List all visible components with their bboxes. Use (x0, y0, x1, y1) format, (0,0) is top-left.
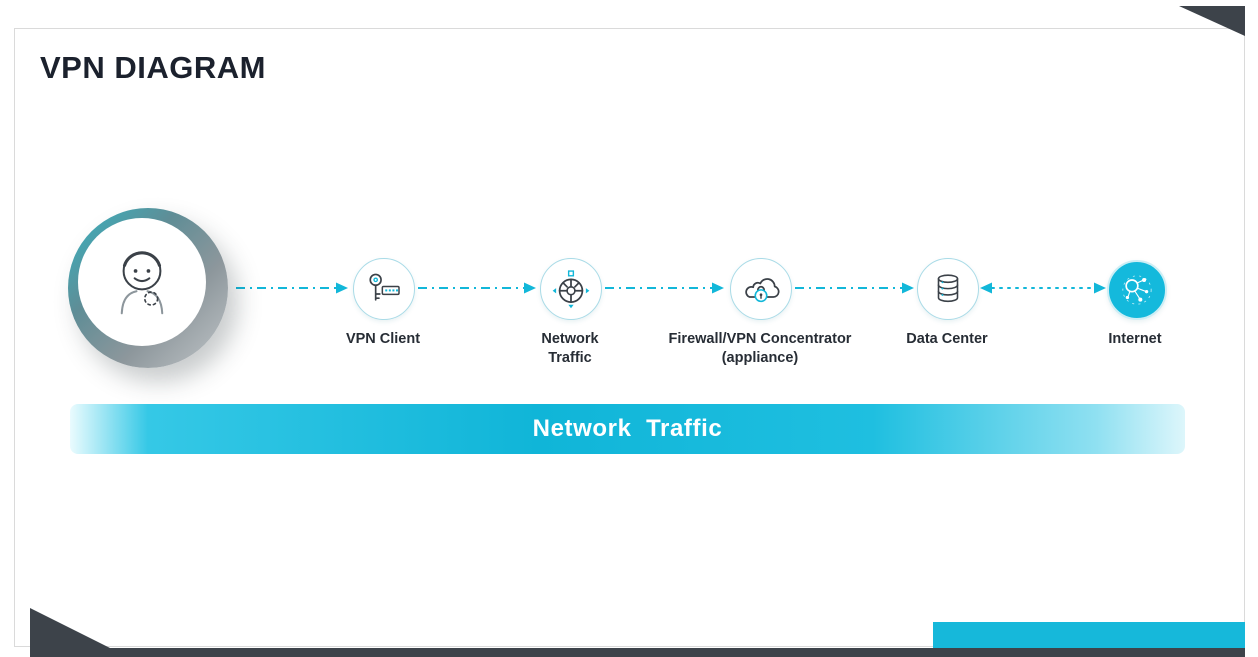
arrowhead (712, 282, 724, 294)
network-traffic-banner: Network Traffic (70, 404, 1185, 454)
node-firewall-vpn-concentrator (730, 258, 792, 320)
banner-label: Network Traffic (532, 415, 723, 442)
user-icon (120, 251, 164, 315)
arrowhead-left (980, 282, 992, 294)
bottom-accent-teal (933, 622, 1245, 648)
user-node (68, 208, 228, 368)
database-icon (937, 274, 959, 303)
node-label-data-center: Data Center (906, 331, 988, 347)
arrowhead-right (1094, 282, 1106, 294)
traffic-dial-icon (552, 270, 590, 309)
cloud-lock-icon (745, 278, 780, 303)
bottom-bar (30, 648, 1245, 657)
node-label-network-traffic: Network Traffic (541, 331, 599, 366)
arrowhead (336, 282, 348, 294)
flow-connectors (236, 282, 1106, 294)
node-internet (1107, 260, 1167, 320)
node-data-center (917, 258, 979, 320)
node-network-traffic (540, 258, 602, 320)
node-label-firewall: Firewall/VPN Concentrator (appliance) (668, 331, 852, 366)
node-vpn-client (353, 258, 415, 320)
node-label-internet: Internet (1108, 331, 1162, 347)
node-label-vpn-client: VPN Client (345, 331, 421, 347)
page-title: VPN DIAGRAM (40, 50, 266, 85)
arrowhead (524, 282, 536, 294)
diagram-card (14, 28, 1245, 647)
arrowhead (902, 282, 914, 294)
key-icon (369, 273, 400, 301)
globe-network-icon (1122, 275, 1152, 305)
user-node-inner (78, 218, 206, 346)
